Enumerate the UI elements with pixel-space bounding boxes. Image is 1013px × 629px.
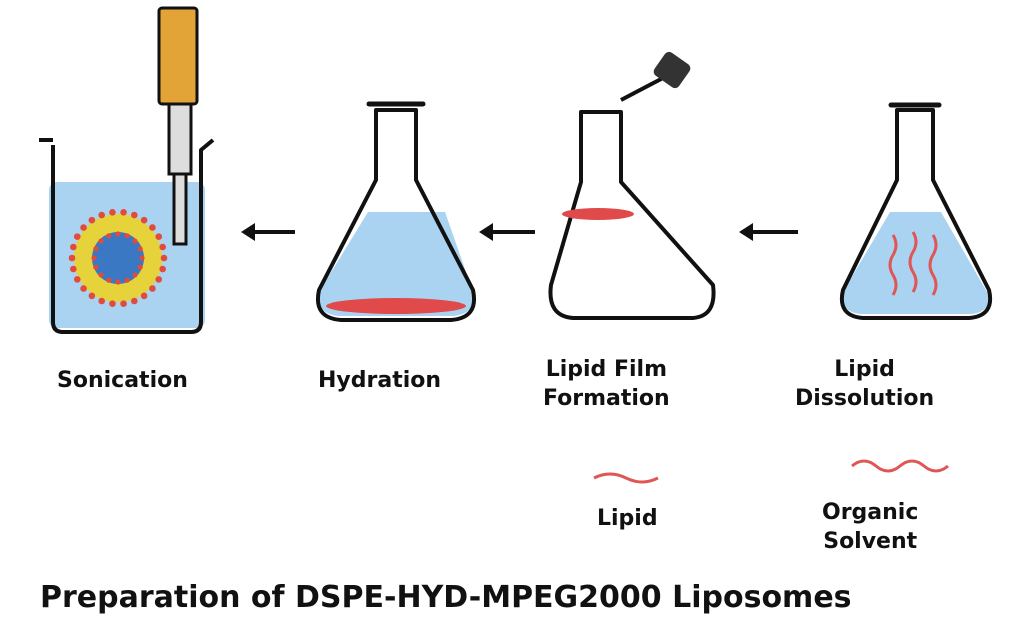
liposome-head [149,224,156,231]
liposome-head [98,297,105,305]
liposome-head [120,209,127,216]
liposome-head [132,238,138,244]
solvent-wave-1 [928,234,938,296]
liposome-head [139,255,145,261]
label-dissolution-line1: Lipid [834,357,895,382]
liposome-head [106,277,112,283]
legend-lipid-line1: Lipid [597,506,658,531]
liposome-head [140,292,148,300]
liposome-icon [68,209,168,307]
label-sonication-line1: Sonication [57,368,188,393]
liposome-head [80,224,87,231]
arrow-right-2 [479,223,535,241]
liposome-head [93,246,99,252]
label-film-line2: Formation [543,386,670,411]
liposome-head [120,300,127,307]
liposome-head [124,233,130,239]
liposome-head [155,276,163,283]
label-hydration-line1: Hydration [318,368,442,393]
label-hydration: Hydration [318,366,441,395]
liposome-head [106,233,112,239]
pipette-cap [157,6,199,106]
liposome-head [109,300,116,307]
liposome-core [92,232,144,284]
flask-dissolution [840,102,992,320]
diagram-title: Preparation of DSPE-HYD-MPEG2000 Liposom… [40,580,852,615]
liposome-head [98,211,105,219]
label-film: Lipid Film Formation [543,355,670,413]
liposome-head [159,243,166,251]
legend-lipid: Lipid [597,504,658,533]
flask-film-sidearm [620,76,664,102]
liposome-head [159,265,166,273]
liposome-head [88,216,96,224]
legend-organic-solvent: Organic Solvent [822,498,918,556]
solvent-wave-3 [888,234,898,296]
liposome-head [124,277,130,283]
liposome-head [73,276,81,283]
solvent-wave-2 [908,231,918,293]
label-sonication: Sonication [57,366,188,395]
label-film-line1: Lipid Film [545,357,667,382]
liposome-head [109,209,116,216]
flask-hydration-glass [316,108,476,322]
liposome-head [70,265,77,273]
beaker-glass [51,138,215,334]
pipette-body [167,102,193,176]
pipette-tip [172,172,188,246]
liposome-head [73,233,81,240]
liposome-head [98,272,104,278]
liposome-head [93,264,99,270]
liposome-head [115,279,121,285]
legend-organic-solvent-line2: Solvent [823,529,918,554]
label-dissolution: Lipid Dissolution [795,355,934,413]
beaker-sonication [39,6,215,334]
liposome-head [140,216,148,224]
hydration-lipid-layer [326,298,466,314]
flask-film-glass [548,110,716,320]
liposome-head [132,272,138,278]
liposome-head [68,254,76,262]
flask-hydration-liquid [318,212,474,316]
flask-film-stopper [653,51,691,89]
flask-dissolution-glass [840,108,992,320]
liposome-head [131,211,138,219]
lipid-film-layer [562,208,634,220]
flask-hydration [316,101,476,322]
liposome-head [80,285,87,292]
liposome-head [88,292,96,300]
liposome-head [70,243,77,251]
liposome-head [160,254,168,262]
liposome-head [98,238,104,244]
arrow-right-3 [241,223,295,241]
liposome-head [137,264,143,270]
liposome-head [115,231,121,237]
liposome-head [131,297,138,305]
label-dissolution-line2: Dissolution [795,386,935,411]
liposome-head [91,255,97,261]
legend-organic-solvent-line1: Organic [822,500,919,525]
flask-film [548,51,716,320]
flask-dissolution-liquid [842,212,989,314]
arrow-right-1 [739,223,798,241]
liposome-head [137,246,143,252]
liposome-head [155,233,163,240]
liposome-head [149,285,156,292]
